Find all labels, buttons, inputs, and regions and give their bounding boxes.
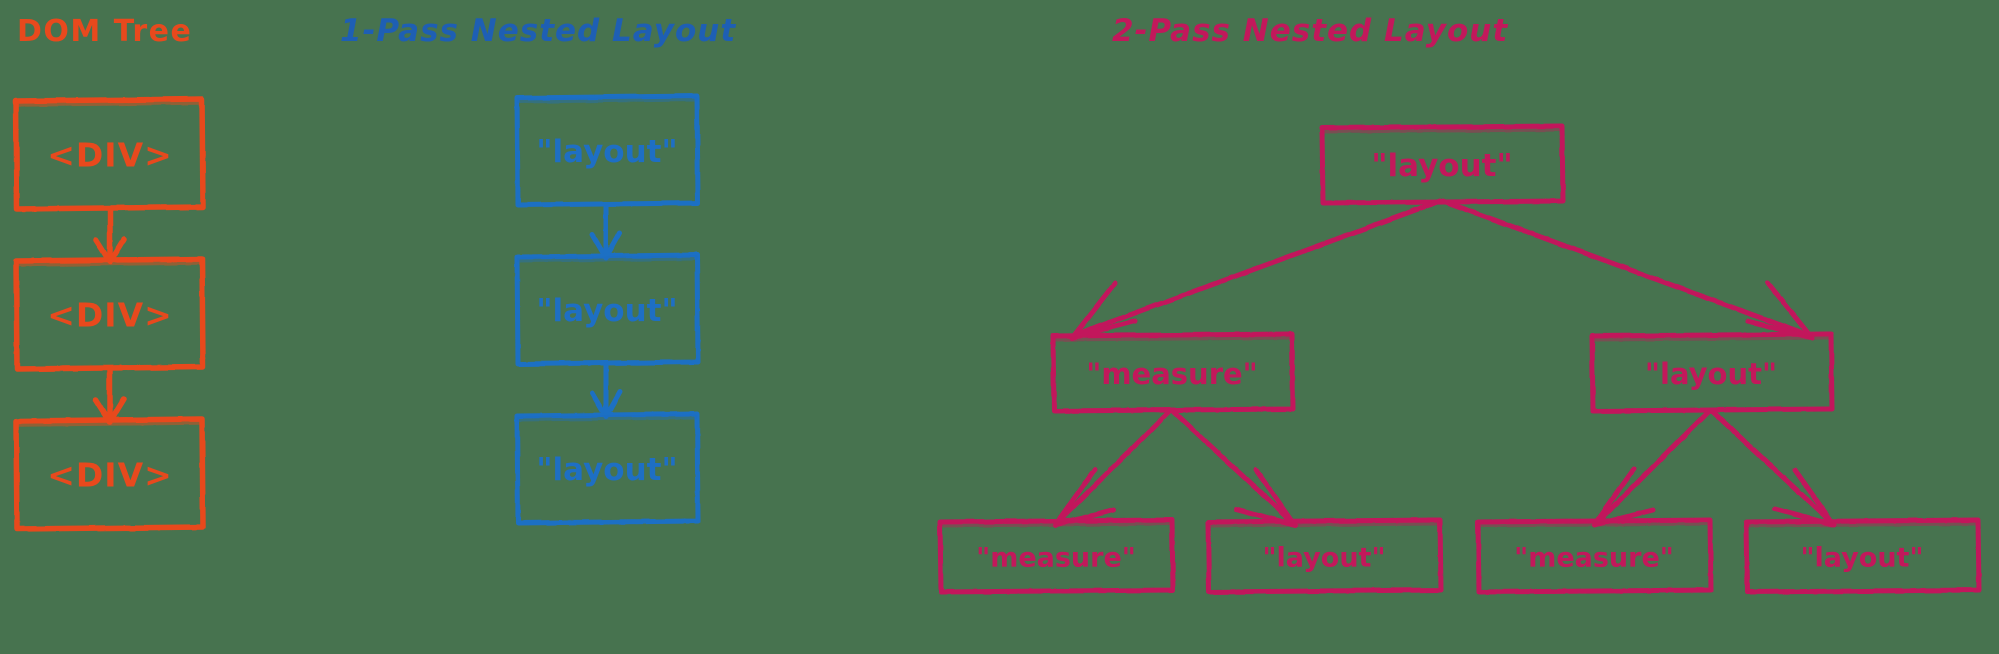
twopass-box-layout-3 bbox=[1743, 517, 1982, 595]
onepass-box-3 bbox=[514, 411, 701, 526]
one-pass-group bbox=[514, 93, 701, 526]
twopass-box-root bbox=[1319, 123, 1566, 206]
onepass-box-2 bbox=[514, 252, 701, 367]
onepass-box-1 bbox=[514, 93, 701, 208]
twopass-box-layout-1 bbox=[1589, 331, 1835, 414]
two-pass-group bbox=[937, 123, 1982, 595]
twopass-edge-l1-l3 bbox=[1709, 408, 1832, 523]
dom-box-2 bbox=[13, 256, 206, 372]
twopass-arrowhead-root-l1 bbox=[1745, 280, 1815, 341]
twopass-box-layout-2 bbox=[1205, 517, 1444, 595]
twopass-box-measure-1 bbox=[1050, 331, 1296, 414]
twopass-box-measure-2 bbox=[937, 517, 1176, 595]
twopass-edge-root-m1 bbox=[1075, 198, 1443, 337]
twopass-box-measure-3 bbox=[1475, 517, 1714, 595]
twopass-edge-root-l1 bbox=[1440, 198, 1808, 337]
one-pass-title: 1-Pass Nested Layout bbox=[340, 13, 737, 49]
twopass-edge-m1-m2 bbox=[1057, 408, 1173, 523]
dom-box-3 bbox=[13, 416, 206, 532]
two-pass-title: 2-Pass Nested Layout bbox=[1112, 13, 1509, 49]
twopass-edge-l1-m3 bbox=[1597, 408, 1712, 523]
twopass-edge-m1-l2 bbox=[1170, 408, 1293, 523]
dom-tree-group bbox=[13, 96, 206, 532]
dom-tree-title: DOM Tree bbox=[17, 14, 193, 49]
twopass-arrowhead-root-m1 bbox=[1069, 280, 1138, 341]
dom-box-1 bbox=[13, 96, 206, 212]
